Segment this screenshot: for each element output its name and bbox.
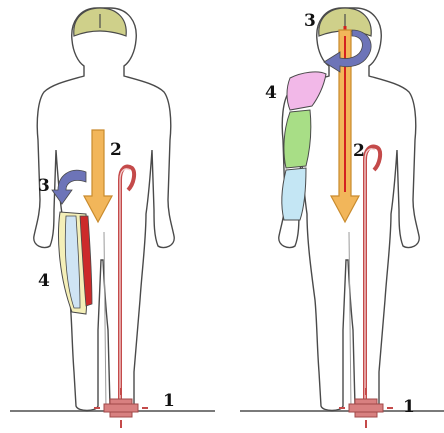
left-label-2: 2: [110, 140, 122, 160]
left-label-3: 3: [38, 176, 50, 196]
right-ground-burst: [339, 388, 393, 428]
right-figure: 1 2 3 4: [240, 8, 444, 428]
right-muscle-arm-green: [284, 110, 311, 168]
right-label-3: 3: [304, 11, 316, 31]
right-muscle-arm-blue: [282, 168, 306, 220]
left-label-1: 1: [163, 391, 175, 411]
left-figure: 1 2 3 4: [10, 8, 215, 428]
right-label-2: 2: [353, 141, 365, 161]
right-label-1: 1: [403, 397, 415, 417]
left-label-4: 4: [38, 271, 50, 291]
right-label-4: 4: [265, 83, 277, 103]
left-ground-burst: [94, 388, 148, 428]
